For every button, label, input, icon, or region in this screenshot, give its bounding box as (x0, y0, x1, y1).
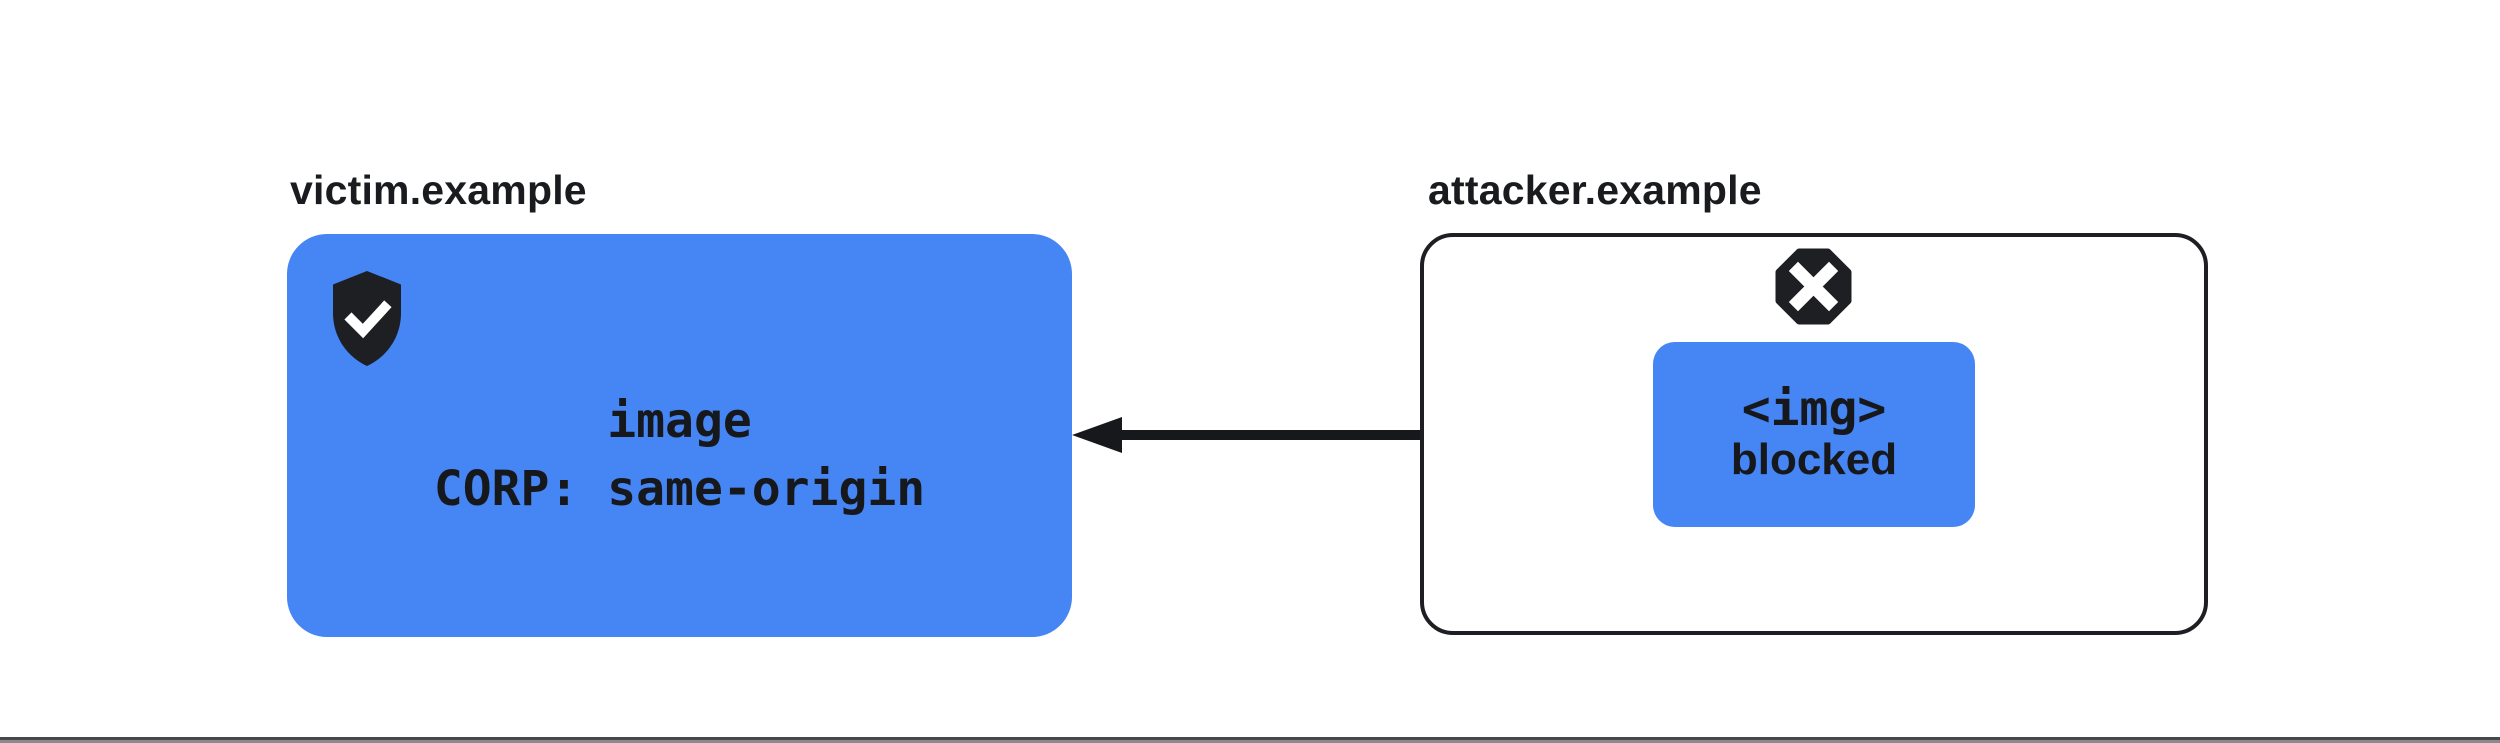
attacker-origin-label: attacker.example (1428, 167, 1762, 213)
victim-origin-label: victim.example (290, 167, 587, 213)
blocked-request-arrow (1072, 417, 1653, 453)
bottom-divider-line (0, 737, 2500, 743)
arrow-shaft (1116, 430, 1653, 440)
blocked-img-tag-text: <img> (1741, 380, 1887, 437)
shield-check-icon (333, 271, 401, 366)
victim-card-line-resource: image (607, 392, 752, 449)
blocked-octagon-x-icon (1775, 248, 1852, 325)
arrow-head-left (1072, 417, 1122, 453)
blocked-img-box: <img> blocked (1653, 342, 1975, 527)
victim-resource-card: image CORP: same-origin (287, 234, 1072, 637)
victim-card-text: image CORP: same-origin (287, 234, 1072, 637)
blocked-status-text: blocked (1730, 434, 1898, 484)
victim-card-line-corp-header: CORP: same-origin (433, 460, 926, 517)
